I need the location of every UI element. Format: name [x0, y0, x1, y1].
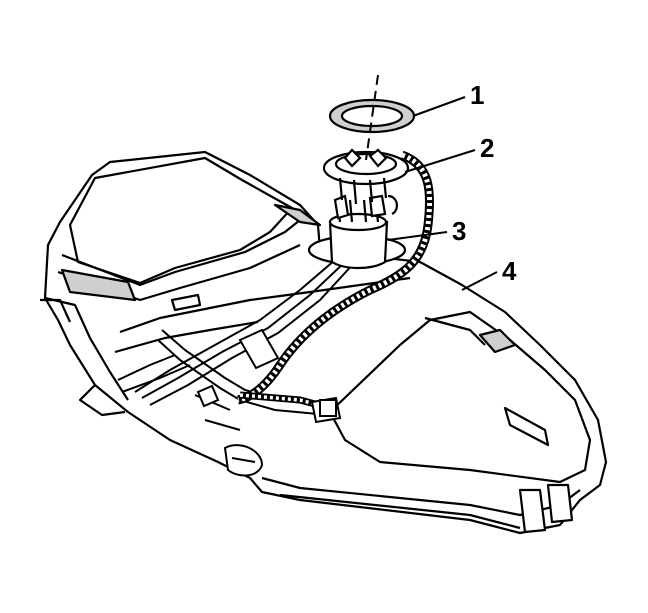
callout-1: 1: [470, 80, 484, 110]
seal-ring: [328, 98, 416, 134]
callout-2: 2: [480, 133, 494, 163]
pump-flange: [322, 148, 410, 205]
fuel-pump-module: [307, 194, 407, 270]
callout-3: 3: [452, 216, 466, 246]
fuel-tank: [40, 150, 608, 535]
callout-4: 4: [502, 256, 517, 286]
leader-lines: [387, 96, 498, 291]
centerline: [365, 74, 379, 161]
callout-labels: 1 2 3 4: [452, 80, 517, 286]
hose-clips: [196, 328, 342, 477]
